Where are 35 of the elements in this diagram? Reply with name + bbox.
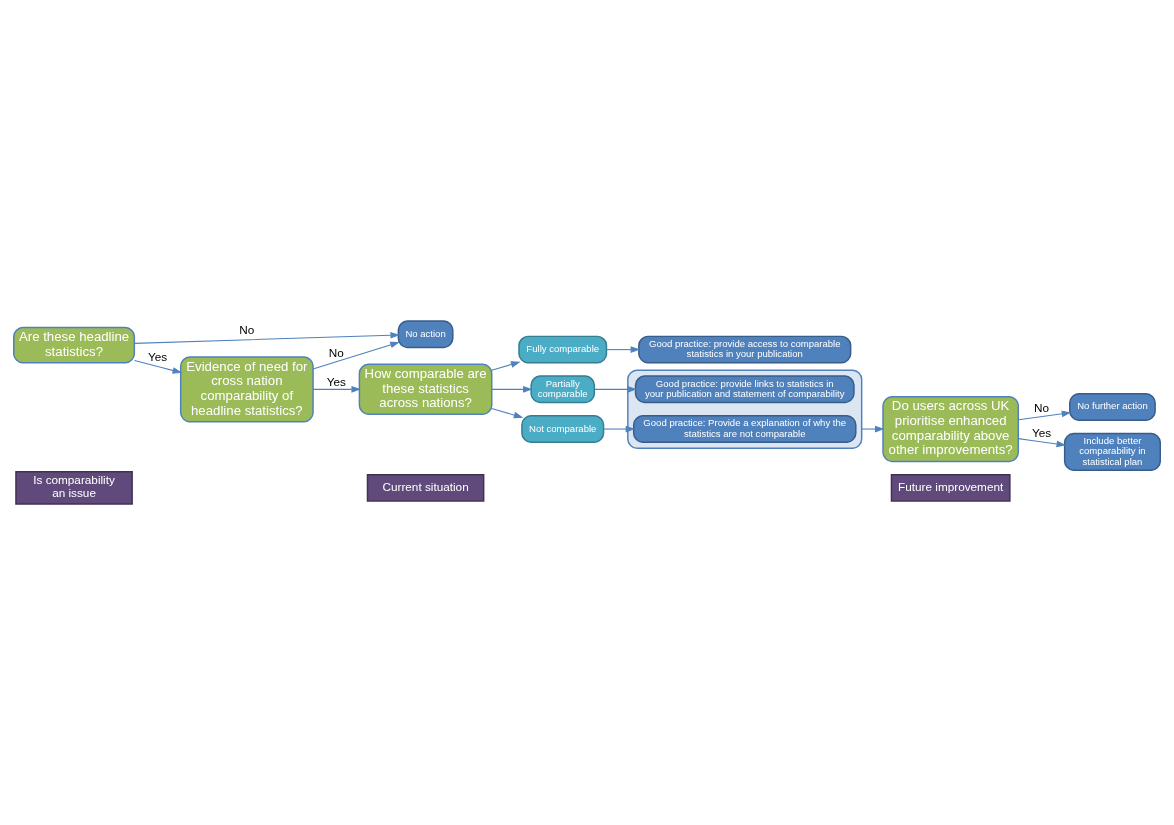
node-box: Is comparability an issue xyxy=(15,470,133,505)
arrow xyxy=(491,386,533,393)
node-box: How comparable are these statistics across nations? xyxy=(358,363,493,416)
arrow xyxy=(1017,410,1072,421)
node-box: Good practice: Provide a explanation of why the statistics are not comparable xyxy=(632,415,857,443)
node-box: Good practice: provide links to statistics in your publication and statement of comparability xyxy=(634,375,855,404)
edge-label: Yes xyxy=(147,350,168,364)
edge-label: Yes xyxy=(1031,425,1052,439)
node-box: Future improvement xyxy=(890,473,1011,502)
arrow xyxy=(606,346,641,353)
node-box: Do users across UK prioritise enhanced comparability above other improvements? xyxy=(882,395,1020,463)
arrow xyxy=(491,361,521,371)
edge-label: No xyxy=(328,345,344,359)
node-box: Current situation xyxy=(366,473,485,502)
arrow xyxy=(861,425,885,433)
node-box: Fully comparable xyxy=(518,335,608,364)
arrow xyxy=(593,386,638,393)
node-box: No action xyxy=(397,320,454,349)
arrow xyxy=(133,331,400,344)
arrow xyxy=(603,425,636,433)
arrow xyxy=(312,386,361,393)
edge-label: Yes xyxy=(326,374,346,388)
node-box: Are these headline statistics? xyxy=(13,326,136,364)
arrow xyxy=(491,407,524,419)
arrow xyxy=(133,360,183,374)
node-box: Not comparable xyxy=(521,415,605,443)
node-box: Good practice: provide access to comparable statistics in your publication xyxy=(638,335,852,364)
arrow xyxy=(1017,438,1067,448)
edge-label: No xyxy=(239,323,255,337)
arrow xyxy=(312,341,400,370)
node-box: Evidence of need for cross nation comparability of headline statistics? xyxy=(179,356,314,423)
edge-label: No xyxy=(1033,400,1049,414)
node-box: Partially comparable xyxy=(530,375,596,404)
node-box: Include better comparability in statistical plan xyxy=(1063,432,1161,471)
node-box: No further action xyxy=(1069,393,1156,421)
